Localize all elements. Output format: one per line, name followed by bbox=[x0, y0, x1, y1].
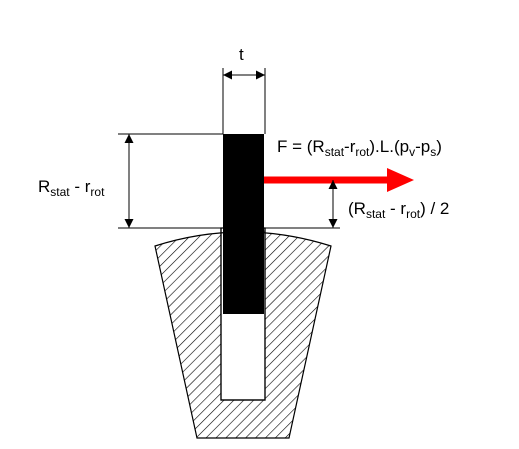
vane-blade bbox=[223, 134, 264, 314]
force-label: F = (Rstat-rrot).L.(pv-ps) bbox=[277, 137, 442, 159]
force-arrow-head bbox=[387, 168, 414, 192]
lever-label: (Rstat - rrot) / 2 bbox=[348, 199, 449, 221]
height-label: Rstat - rrot bbox=[38, 177, 105, 199]
rotor-slot bbox=[220, 228, 266, 401]
thickness-label: t bbox=[239, 45, 244, 64]
